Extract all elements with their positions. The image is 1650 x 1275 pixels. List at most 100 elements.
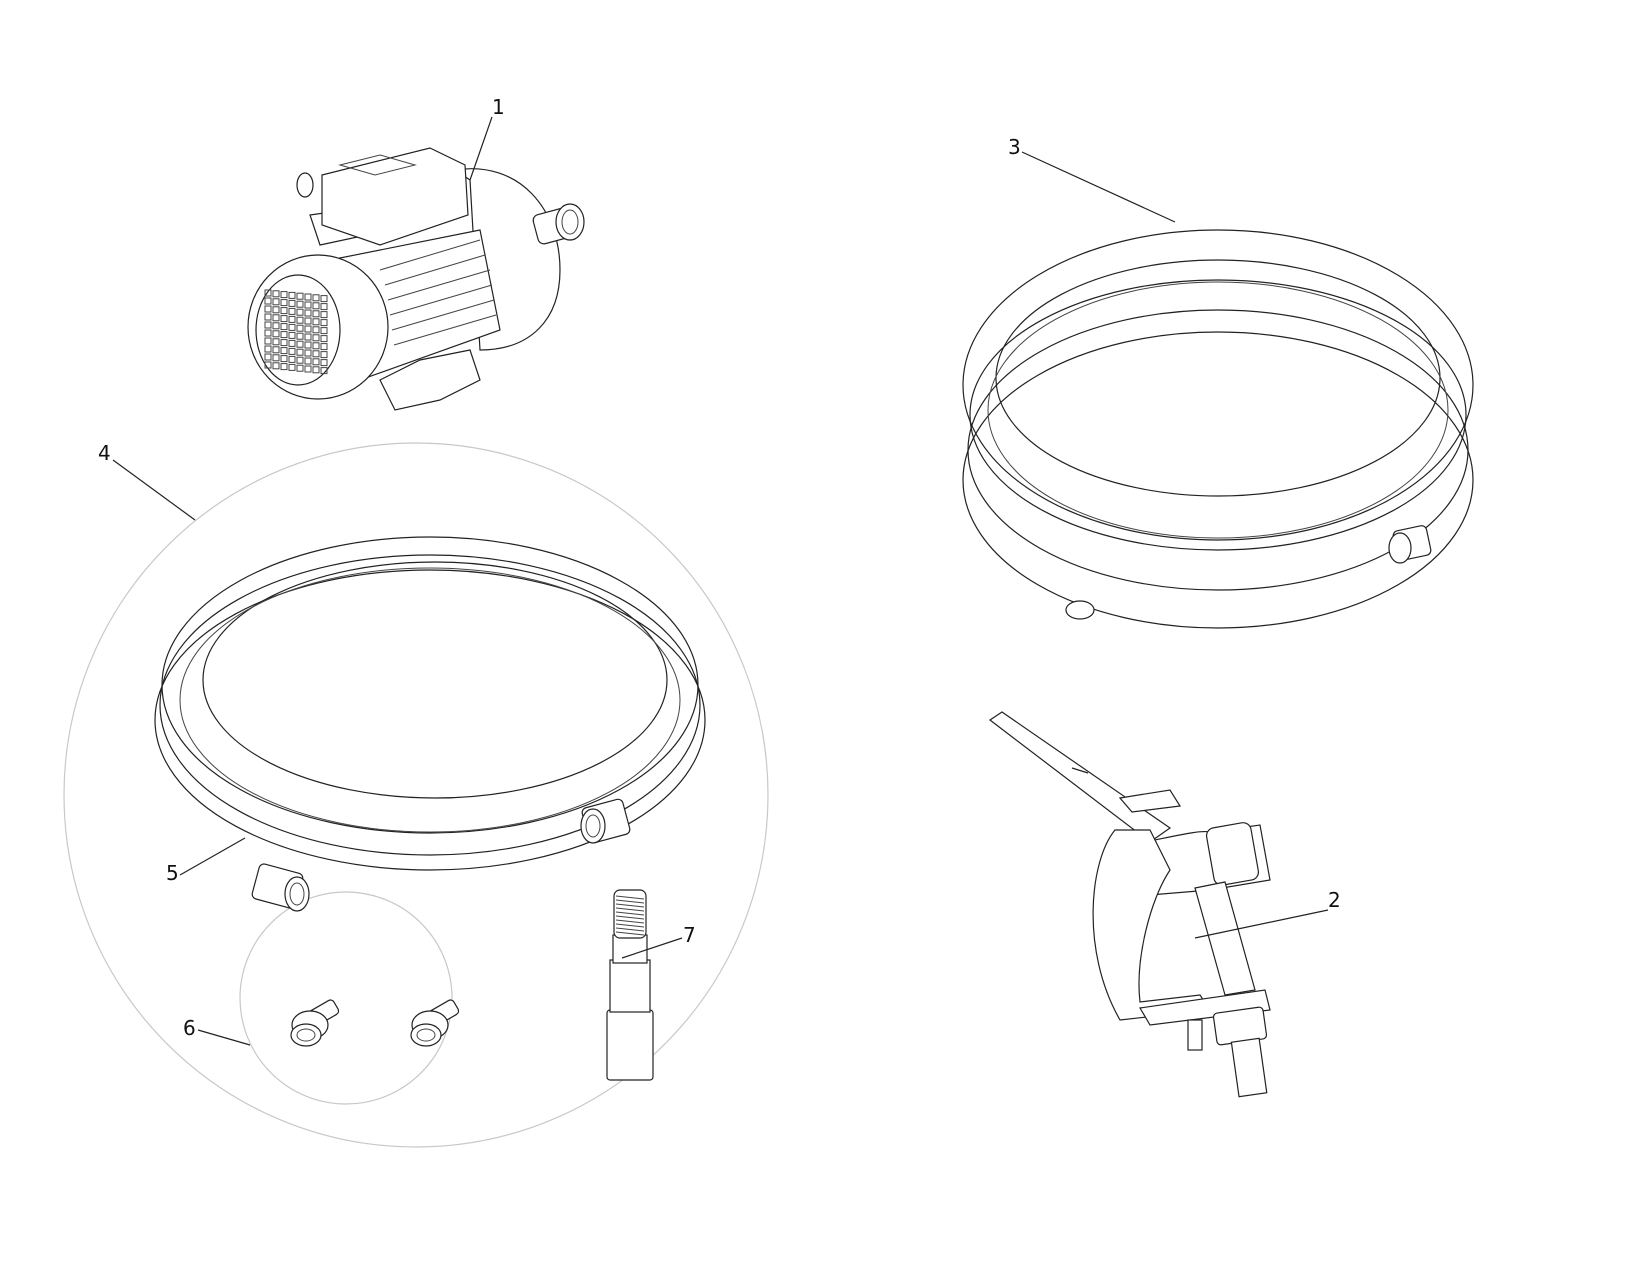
grille-cell: [264, 305, 272, 313]
filter-coil-line: [615, 915, 645, 920]
grille-cell: [320, 311, 328, 319]
grille-cell: [272, 322, 280, 330]
grille-cell: [304, 309, 312, 317]
suction-hose: [154, 536, 706, 912]
grille-cell: [280, 347, 288, 355]
filter-coil-line: [615, 903, 645, 908]
grille-cell: [320, 343, 328, 351]
grille-cell: [272, 362, 280, 370]
grille-cell: [304, 365, 312, 373]
grille-cell: [272, 314, 280, 322]
grille-cell: [280, 299, 288, 307]
callout-6: 6: [183, 1016, 196, 1040]
filter-coil-line: [615, 919, 645, 924]
grille-cell: [320, 335, 328, 343]
grille-cell: [296, 340, 304, 348]
filter-coil-line: [615, 923, 645, 928]
grille-cell: [264, 297, 272, 305]
grille-cell: [264, 353, 272, 361]
grille-cell: [296, 348, 304, 356]
grille-cell: [296, 308, 304, 316]
grille-cell: [280, 291, 288, 299]
grille-cell: [272, 346, 280, 354]
grille-cell: [296, 364, 304, 372]
grille-cell: [304, 349, 312, 357]
nozzle: [988, 711, 1271, 1098]
grille-cell: [280, 307, 288, 315]
grille-cell: [288, 307, 296, 315]
grille-cell: [312, 358, 320, 366]
fittings-group-circle: [239, 891, 453, 1105]
callout-3: 3: [1008, 135, 1021, 159]
callout-4: 4: [98, 441, 111, 465]
grille-cell: [288, 323, 296, 331]
callout-5: 5: [166, 861, 179, 885]
grille-cell: [304, 317, 312, 325]
callout-7: 7: [683, 923, 696, 947]
filter-coil-line: [615, 907, 645, 912]
delivery-hose: [962, 229, 1474, 629]
hose-fittings: [290, 999, 460, 1047]
grille-cell: [320, 359, 328, 367]
kit-group-circle: [63, 442, 769, 1148]
grille-cell: [312, 294, 320, 302]
filter-coil-line: [615, 899, 645, 904]
grille-cell: [304, 325, 312, 333]
grille-cell: [296, 316, 304, 324]
filter-coil-line: [615, 931, 645, 936]
grille-cell: [304, 333, 312, 341]
grille-cell: [272, 330, 280, 338]
grille-cell: [264, 329, 272, 337]
grille-cell: [320, 327, 328, 335]
grille-cell: [296, 300, 304, 308]
grille-cell: [312, 350, 320, 358]
foot-valve-filter: [606, 889, 654, 1081]
grille-cell: [264, 289, 272, 297]
grille-cell: [320, 367, 328, 375]
grille-cell: [288, 315, 296, 323]
grille-cell: [320, 303, 328, 311]
filter-coil-line: [615, 911, 645, 916]
grille-cell: [280, 355, 288, 363]
grille-cell: [264, 337, 272, 345]
grille-cell: [264, 313, 272, 321]
grille-cell: [288, 363, 296, 371]
grille-cell: [280, 339, 288, 347]
grille-cell: [288, 299, 296, 307]
grille-cell: [280, 315, 288, 323]
grille-cell: [320, 295, 328, 303]
grille-cell: [264, 345, 272, 353]
grille-cell: [312, 366, 320, 374]
grille-cell: [288, 355, 296, 363]
grille-cell: [304, 357, 312, 365]
grille-cell: [296, 356, 304, 364]
grille-cell: [312, 326, 320, 334]
grille-cell: [304, 301, 312, 309]
grille-cell: [280, 331, 288, 339]
grille-cell: [288, 331, 296, 339]
grille-cell: [288, 339, 296, 347]
grille-cell: [304, 341, 312, 349]
grille-cell: [312, 334, 320, 342]
grille-cell: [288, 291, 296, 299]
grille-cell: [296, 332, 304, 340]
grille-cell: [280, 323, 288, 331]
grille-cell: [312, 310, 320, 318]
grille-cell: [272, 298, 280, 306]
grille-cell: [288, 347, 296, 355]
grille-cell: [280, 363, 288, 371]
grille-cell: [296, 292, 304, 300]
callout-2: 2: [1328, 888, 1341, 912]
filter-coil-line: [615, 927, 645, 932]
grille-cell: [272, 338, 280, 346]
filter-coil-line: [615, 895, 645, 900]
grille-cell: [312, 302, 320, 310]
grille-cell: [264, 361, 272, 369]
grille-cell: [272, 354, 280, 362]
grille-cell: [320, 319, 328, 327]
grille-cell: [312, 342, 320, 350]
grille-cell: [320, 351, 328, 359]
grille-cell: [312, 318, 320, 326]
